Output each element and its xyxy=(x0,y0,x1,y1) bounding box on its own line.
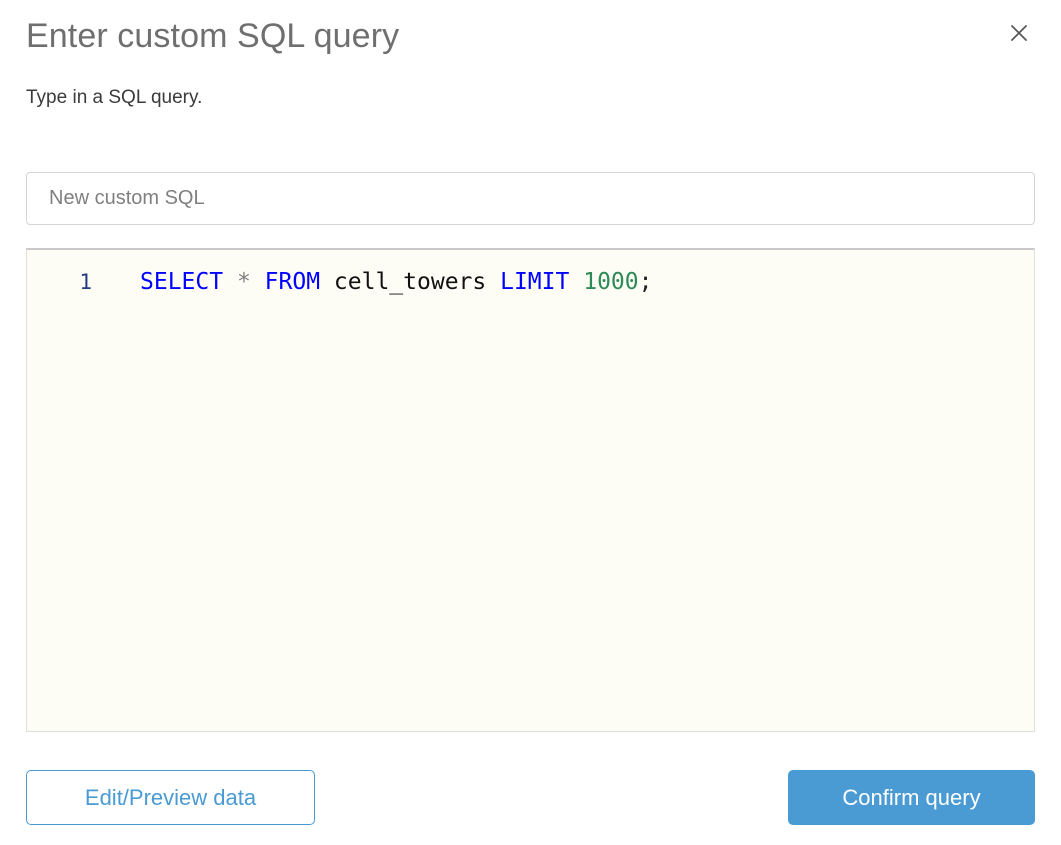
edit-preview-data-button[interactable]: Edit/Preview data xyxy=(26,770,315,825)
sql-token-limit: LIMIT xyxy=(500,269,570,295)
sql-token-table: cell_towers xyxy=(333,269,487,295)
sql-token-star: * xyxy=(236,269,251,295)
code-line[interactable]: 1 SELECT * FROM cell_towers LIMIT 1000; xyxy=(27,250,1034,302)
sql-space xyxy=(486,269,500,295)
sql-space xyxy=(569,269,583,295)
sql-space xyxy=(223,269,237,295)
confirm-query-button[interactable]: Confirm query xyxy=(788,770,1035,825)
sql-token-semicolon: ; xyxy=(638,269,653,295)
sql-editor[interactable]: 1 SELECT * FROM cell_towers LIMIT 1000; xyxy=(26,248,1035,732)
sql-token-count: 1000 xyxy=(583,269,639,295)
sql-token-select: SELECT xyxy=(140,269,224,295)
page-title: Enter custom SQL query xyxy=(26,17,400,55)
close-icon xyxy=(1009,23,1029,43)
sql-token-from: FROM xyxy=(264,269,321,295)
sql-space xyxy=(251,269,265,295)
close-button[interactable] xyxy=(1004,18,1034,48)
dialog-subtitle: Type in a SQL query. xyxy=(26,87,203,108)
query-name-input[interactable] xyxy=(26,172,1035,225)
code-content[interactable]: SELECT * FROM cell_towers LIMIT 1000; xyxy=(92,262,652,302)
line-number: 1 xyxy=(79,270,92,294)
sql-space xyxy=(320,269,334,295)
